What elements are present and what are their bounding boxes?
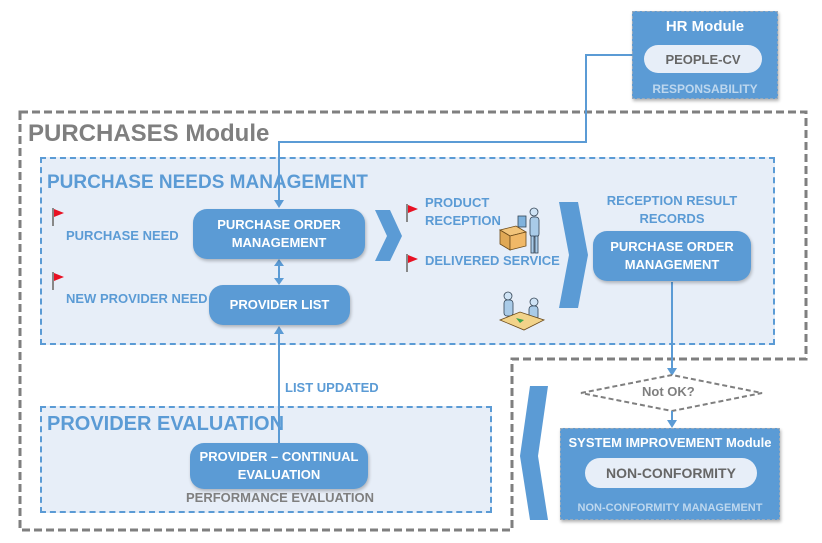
hr-connector <box>278 54 632 200</box>
provider-list-node[interactable]: PROVIDER LIST <box>209 285 350 325</box>
arrow-head-up <box>274 326 284 334</box>
non-conformity-node[interactable]: NON-CONFORMITY <box>585 458 757 488</box>
performance-evaluation-label: PERFORMANCE EVALUATION <box>185 490 375 505</box>
double-arrow-up <box>274 259 284 266</box>
product-reception-icon <box>498 207 540 254</box>
chevron-left-large-icon <box>520 386 548 520</box>
service-delivery-icon <box>498 291 546 331</box>
system-improvement-title: SYSTEM IMPROVEMENT Module <box>568 435 772 450</box>
red-flag-icon <box>52 272 64 290</box>
decision-label: Not OK? <box>642 384 695 399</box>
hr-module[interactable]: HR Module PEOPLE-CV RESPONSABILITY <box>632 11 778 99</box>
purchases-module-title: PURCHASES Module <box>28 120 270 147</box>
arrow-head-down-2 <box>667 420 677 428</box>
purchase-order-management-node[interactable]: PURCHASE ORDER MANAGEMENT <box>193 209 365 259</box>
chevron-right-large-icon <box>559 202 588 308</box>
hr-module-title: HR Module <box>665 18 745 35</box>
provider-continual-evaluation-node[interactable]: PROVIDER – CONTINUAL EVALUATION <box>190 443 368 489</box>
red-flag-icon <box>406 254 418 272</box>
red-flag-icon <box>52 208 64 226</box>
reception-result-records-label: RECEPTION RESULT RECORDS <box>606 193 738 226</box>
red-flag-icon <box>406 204 418 222</box>
product-reception-label: PRODUCT RECEPTION <box>425 195 501 228</box>
arrow-head-down <box>667 368 677 376</box>
list-updated-label: LIST UPDATED <box>285 380 379 395</box>
purchase-order-management-node-2[interactable]: PURCHASE ORDER MANAGEMENT <box>593 231 751 281</box>
chevron-right-icon <box>375 210 402 261</box>
non-conformity-management-label: NON-CONFORMITY MANAGEMENT <box>577 502 763 514</box>
purchase-needs-title: PURCHASE NEEDS MANAGEMENT <box>47 172 368 193</box>
decision-diamond <box>580 373 763 413</box>
delivered-service-label: DELIVERED SERVICE <box>425 253 560 268</box>
new-provider-need-label: NEW PROVIDER NEED <box>66 291 208 306</box>
arrow-head <box>274 200 284 208</box>
system-improvement-module[interactable]: SYSTEM IMPROVEMENT Module NON-CONFORMITY… <box>560 428 780 520</box>
purchase-need-label: PURCHASE NEED <box>66 228 179 243</box>
hr-module-subtitle: RESPONSABILITY <box>652 82 758 96</box>
double-arrow-down <box>274 278 284 285</box>
purchases-module-border <box>18 110 808 532</box>
people-cv-node[interactable]: PEOPLE-CV <box>644 45 762 73</box>
provider-evaluation-title: PROVIDER EVALUATION <box>47 413 285 435</box>
